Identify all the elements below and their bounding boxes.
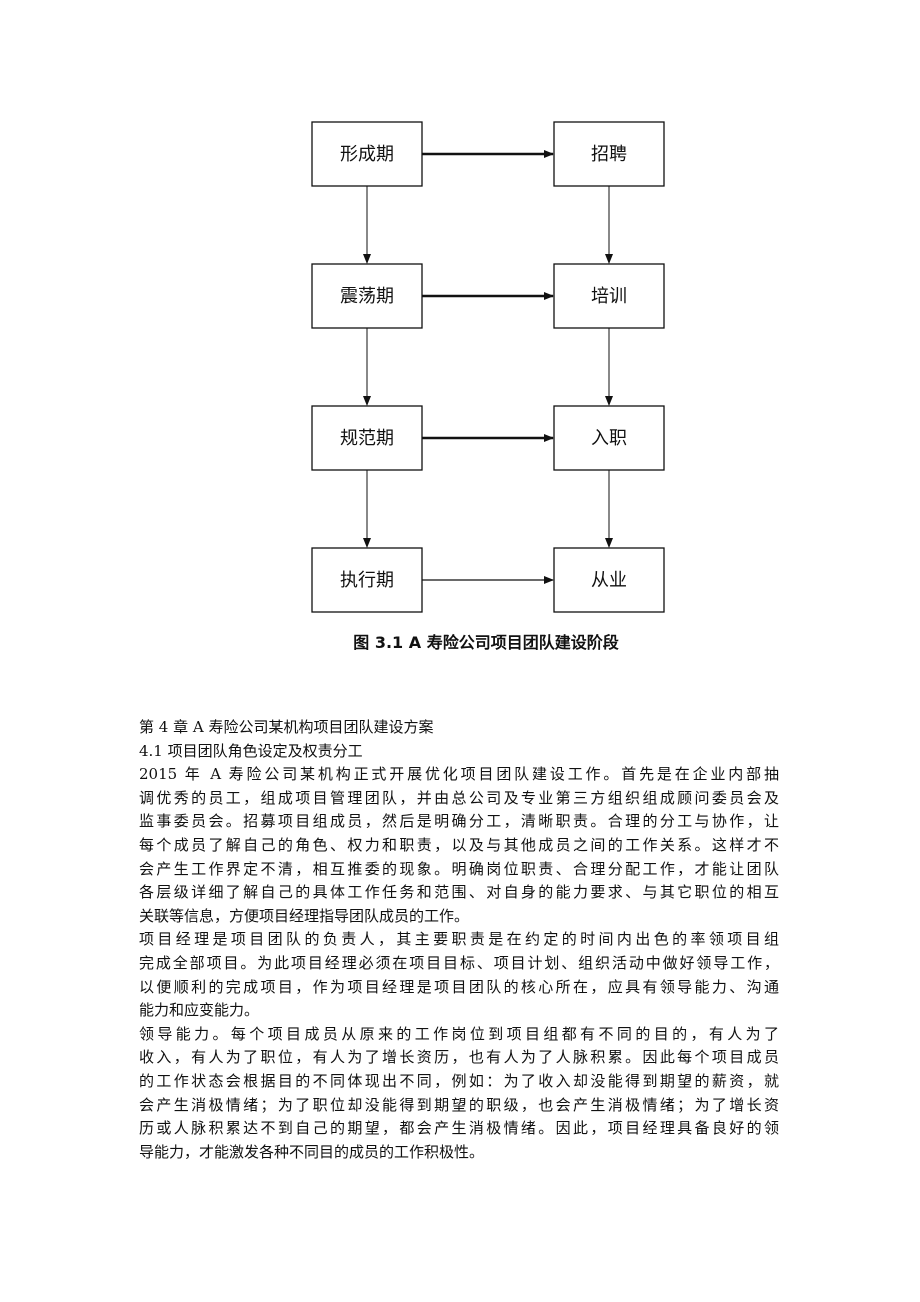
paragraph-3: 领导能力。每个项目成员从原来的工作岗位到项目组都有不同的目的，有人为了收入，有人… [139,1023,779,1165]
paragraph-line: 能力和应变能力。 [139,1001,260,1020]
figure-caption: 图 3.1 A 寿险公司项目团队建设阶段 [353,633,619,652]
right-stage-box-4 [553,547,665,613]
left-stage-label-4: 执行期 [340,570,394,591]
left-stage-box-2 [311,263,423,329]
chapter-heading: 第 4 章 A 寿险公司某机构项目团队建设方案 [139,718,434,736]
paragraph-line: 历或人脉积累达不到自己的期望，都会产生消极情绪。因此，项目经理具备良好的领 [139,1119,779,1138]
left-stage-box-3 [311,405,423,471]
right-stage-box-1 [553,121,665,187]
paragraphs: 2015 年 A 寿险公司某机构正式开展优化项目团队建设工作。首先是在企业内部抽… [139,763,779,1164]
paragraph-line: 以便顺利的完成项目，作为项目经理是项目团队的核心所在，应具有领导能力、沟通 [139,977,779,996]
body-text: 第 4 章 A 寿险公司某机构项目团队建设方案 4.1 项目团队角色设定及权责分… [139,716,779,1164]
paragraph-line: 领导能力。每个项目成员从原来的工作岗位到项目组都有不同的目的，有人为了 [139,1024,779,1043]
right-stage-label-4: 从业 [591,570,627,591]
paragraph-line: 导能力，才能激发各种不同目的成员的工作积极性。 [139,1142,485,1161]
paragraph-line: 关联等信息，方便项目经理指导团队成员的工作。 [139,906,470,925]
paragraph-line: 2015 年 A 寿险公司某机构正式开展优化项目团队建设工作。首先是在企业内部抽 [139,765,779,784]
paragraph-line: 调优秀的员工，组成项目管理团队，并由总公司及专业第三方组织组成顾问委员会及 [139,788,779,807]
left-stage-label-2: 震荡期 [340,286,394,307]
paragraph-line: 的工作状态会根据目的不同体现出不同，例如：为了收入却没能得到期望的薪资，就 [139,1071,779,1090]
right-stage-label-3: 入职 [591,428,627,449]
paragraph-line: 项目经理是项目团队的负责人，其主要职责是在约定的时间内出色的率领项目组 [139,930,779,949]
section-heading: 4.1 项目团队角色设定及权责分工 [139,741,363,760]
paragraph-line: 完成全部项目。为此项目经理必须在项目目标、项目计划、组织活动中做好领导工作， [139,953,779,972]
left-stage-label-1: 形成期 [340,144,394,165]
paragraph-line: 会产生消极情绪；为了职位却没能得到期望的职级，也会产生消极情绪；为了增长资 [139,1095,779,1114]
paragraph-line: 每个成员了解自己的角色、权力和职责，以及与其他成员之间的工作关系。这样才不 [139,835,779,854]
paragraph-line: 各层级详细了解自己的具体工作任务和范围、对自身的能力要求、与其它职位的相互 [139,883,779,902]
left-stage-box-4 [311,547,423,613]
left-stage-box-1 [311,121,423,187]
right-stage-label-1: 招聘 [591,144,627,165]
paragraph-line: 收入，有人为了职位，有人为了增长资历，也有人为了人脉积累。因此每个项目成员 [139,1048,779,1067]
right-stage-label-2: 培训 [591,286,627,307]
left-stage-label-3: 规范期 [340,428,394,449]
paragraph-1: 2015 年 A 寿险公司某机构正式开展优化项目团队建设工作。首先是在企业内部抽… [139,763,779,928]
paragraph-2: 项目经理是项目团队的负责人，其主要职责是在约定的时间内出色的率领项目组完成全部项… [139,928,779,1022]
right-stage-box-3 [553,405,665,471]
paragraph-line: 会产生工作界定不清，相互推委的现象。明确岗位职责、合理分配工作，才能让团队 [139,859,779,878]
paragraph-line: 监事委员会。招募项目组成员，然后是明确分工，清晰职责。合理的分工与协作，让 [139,812,779,831]
